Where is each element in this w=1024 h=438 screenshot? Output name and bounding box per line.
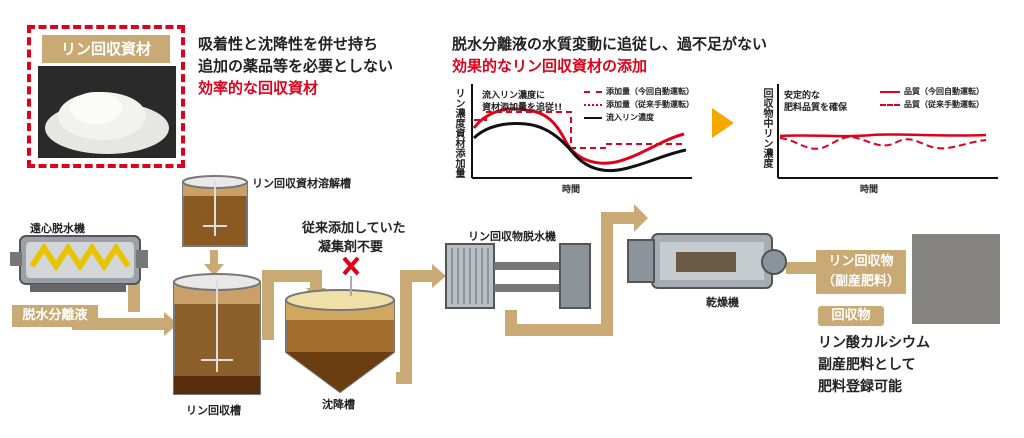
separated-liquid-label: 脱水分離液	[12, 305, 98, 327]
powder-image	[38, 66, 176, 158]
dryer-label: 乾燥機	[706, 296, 739, 309]
chevron-right-icon	[712, 108, 734, 138]
pipe-segment	[310, 270, 322, 290]
pipe-segment	[601, 212, 613, 336]
recovery-tank	[173, 273, 261, 395]
centrifuge-label: 遠心脱水機	[30, 222, 85, 235]
pipe-arrow	[164, 312, 178, 336]
result-line3: 肥料登録可能	[818, 379, 902, 395]
centrifuge	[10, 235, 148, 292]
dissolve-tank	[182, 175, 248, 247]
legend-text: 品質（従来手動運転）	[904, 100, 984, 109]
pipe-arrow	[204, 264, 224, 276]
legend-text: 流入リン濃度	[606, 113, 654, 122]
material-desc-2: 追加の薬品等を必要としない	[198, 57, 394, 75]
filter-press	[445, 243, 591, 309]
legend-text: 品質（今回自動運転）	[904, 87, 984, 96]
result-line2: 副産肥料として	[818, 357, 916, 373]
chart-left-xlabel: 時間	[562, 185, 581, 195]
chart-left-ylabel: リン濃度資材添加量	[453, 88, 464, 178]
recovered-label: 回収物	[818, 306, 884, 326]
product-image	[912, 234, 1000, 324]
legend-item: 流入リン濃度	[584, 112, 694, 125]
series-auto-dose	[472, 107, 685, 165]
series-inflow-p	[472, 122, 687, 173]
chart-right-annotation-2: 肥料品質を確保	[784, 103, 848, 113]
series-manual-dose	[474, 111, 686, 149]
pipe-segment	[601, 212, 637, 224]
pipe-segment	[400, 270, 434, 282]
product-label-line1: リン回収物	[828, 254, 894, 269]
dissolve-tank-label: リン回収資材溶解槽	[252, 177, 351, 190]
settling-tank	[285, 289, 395, 394]
dewaterer-label: リン回収物脱水機	[468, 230, 556, 243]
note-line2: 凝集剤不要	[318, 240, 384, 255]
chart-left	[471, 84, 692, 179]
chart-left-annotation-1: 流入リン濃度に	[482, 91, 546, 101]
dryer	[627, 233, 787, 289]
series-manual-quality	[779, 136, 987, 150]
pipe-segment	[505, 324, 613, 336]
product-label: リン回収物 （副産肥料）	[816, 250, 906, 294]
legend-item: 添加量（従来手動運転）	[584, 99, 694, 112]
pipe-arrow	[432, 264, 446, 288]
series-auto-quality	[779, 133, 987, 138]
material-desc-1: 吸着性と沈降性を併せ持ち	[198, 35, 379, 53]
legend-item: 品質（従来手動運転）	[880, 99, 984, 112]
close-icon	[342, 256, 360, 276]
pipe-arrow	[634, 204, 648, 232]
legend-text: 添加量（今回自動運転）	[606, 87, 694, 96]
note-line1: 従来添加していた	[302, 221, 406, 236]
chart-right-annotation-1: 安定的な	[784, 91, 821, 101]
header-right-line1: 脱水分離液の水質変動に追従し、過不足がない	[452, 35, 768, 53]
recovery-tank-label: リン回収槽	[186, 404, 241, 417]
product-label-line2: （副産肥料）	[821, 274, 900, 289]
chart-left-annotation-2: 資材添加量を追従!!	[482, 103, 563, 113]
pipe-segment	[210, 250, 218, 266]
pipe-segment	[262, 270, 274, 340]
chart-left-legend: 添加量（今回自動運転） 添加量（従来手動運転） 流入リン濃度	[584, 86, 694, 125]
pipe-segment	[400, 272, 412, 384]
material-label: リン回収資材	[42, 35, 170, 63]
legend-text: 添加量（従来手動運転）	[606, 100, 694, 109]
chart-right-xlabel: 時間	[860, 185, 879, 195]
header-right-line2: 効果的なリン回収資材の添加	[452, 57, 648, 75]
pipe-segment	[786, 262, 820, 274]
legend-item: 添加量（今回自動運転）	[584, 86, 694, 99]
settling-tank-label: 沈降槽	[322, 398, 355, 411]
chart-right-ylabel: 回収物中リン濃度	[761, 88, 772, 168]
legend-item: 品質（今回自動運転）	[880, 86, 984, 99]
result-line1: リン酸カルシウム	[818, 335, 930, 351]
material-desc-3: 効率的な回収資材	[198, 79, 319, 97]
pipe-segment	[262, 270, 322, 282]
chart-right	[777, 84, 998, 179]
chart-right-legend: 品質（今回自動運転） 品質（従来手動運転）	[880, 86, 984, 112]
material-frame	[27, 25, 185, 168]
